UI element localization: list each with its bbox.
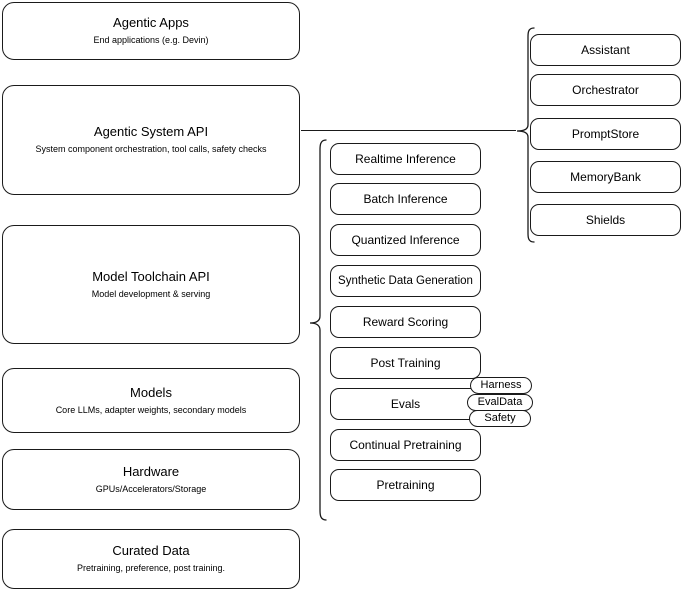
agentic-system-item-label: Assistant (581, 43, 630, 57)
stack-layer-curated-data[interactable]: Curated Data Pretraining, preference, po… (2, 529, 300, 589)
toolchain-item-label: Pretraining (376, 478, 435, 492)
agentic-system-item-orchestrator[interactable]: Orchestrator (530, 74, 681, 106)
layer-subtitle: Model development & serving (91, 288, 211, 299)
stack-layer-agentic-system-api[interactable]: Agentic System API System component orch… (2, 85, 300, 195)
layer-title: Agentic System API (93, 124, 209, 139)
stack-layer-hardware[interactable]: Hardware GPUs/Accelerators/Storage (2, 449, 300, 510)
agentic-system-brace (514, 26, 536, 244)
toolchain-item-label: Continual Pretraining (349, 438, 462, 452)
toolchain-item-continual-pretraining[interactable]: Continual Pretraining (330, 429, 481, 461)
layer-subtitle: Pretraining, preference, post training. (76, 563, 226, 573)
agentic-system-item-promptstore[interactable]: PromptStore (530, 118, 681, 150)
toolchain-item-reward-scoring[interactable]: Reward Scoring (330, 306, 481, 338)
evals-subcomponent-label: Harness (480, 379, 522, 391)
toolchain-item-label: Post Training (370, 356, 441, 370)
toolchain-item-batch-inference[interactable]: Batch Inference (330, 183, 481, 215)
agentic-system-item-label: MemoryBank (570, 170, 641, 184)
layer-subtitle: System component orchestration, tool cal… (35, 144, 267, 154)
connector-agentic-system-api (301, 130, 516, 132)
toolchain-item-synthetic-data-generation[interactable]: Synthetic Data Generation (330, 265, 481, 297)
layer-subtitle: End applications (e.g. Devin) (93, 35, 209, 45)
evals-subcomponent-evaldata[interactable]: EvalData (467, 394, 533, 411)
toolchain-item-label: Quantized Inference (351, 233, 460, 247)
layer-title: Curated Data (112, 543, 190, 558)
toolchain-item-label: Realtime Inference (355, 152, 456, 166)
toolchain-item-label: Batch Inference (363, 192, 448, 206)
agentic-system-item-label: PromptStore (571, 127, 640, 141)
stack-layer-model-toolchain-api[interactable]: Model Toolchain API Model development & … (2, 225, 300, 344)
toolchain-item-post-training[interactable]: Post Training (330, 347, 481, 379)
toolchain-item-label: Evals (390, 397, 421, 411)
toolchain-brace (306, 138, 328, 522)
layer-subtitle: Core LLMs, adapter weights, secondary mo… (55, 404, 247, 415)
toolchain-item-quantized-inference[interactable]: Quantized Inference (330, 224, 481, 256)
toolchain-item-realtime-inference[interactable]: Realtime Inference (330, 143, 481, 175)
toolchain-item-pretraining[interactable]: Pretraining (330, 469, 481, 501)
agentic-system-item-shields[interactable]: Shields (530, 204, 681, 236)
evals-subcomponent-safety[interactable]: Safety (469, 410, 531, 427)
agentic-system-item-label: Orchestrator (572, 83, 639, 97)
agentic-system-item-assistant[interactable]: Assistant (530, 34, 681, 66)
evals-subcomponent-harness[interactable]: Harness (470, 377, 532, 394)
layer-title: Hardware (122, 463, 180, 479)
layer-title: Models (130, 384, 172, 400)
toolchain-item-label: Synthetic Data Generation (338, 275, 473, 287)
evals-subcomponent-label: Safety (484, 412, 516, 424)
evals-subcomponent-label: EvalData (477, 396, 523, 408)
stack-layer-agentic-apps[interactable]: Agentic Apps End applications (e.g. Devi… (2, 2, 300, 60)
toolchain-item-label: Reward Scoring (362, 315, 449, 329)
layer-title: Agentic Apps (113, 15, 189, 30)
stack-layer-models[interactable]: Models Core LLMs, adapter weights, secon… (2, 368, 300, 433)
agentic-system-item-memorybank[interactable]: MemoryBank (530, 161, 681, 193)
toolchain-item-evals[interactable]: Evals (330, 388, 481, 420)
layer-title: Model Toolchain API (92, 268, 210, 284)
layer-subtitle: GPUs/Accelerators/Storage (95, 483, 207, 494)
agentic-system-item-label: Shields (585, 213, 626, 227)
